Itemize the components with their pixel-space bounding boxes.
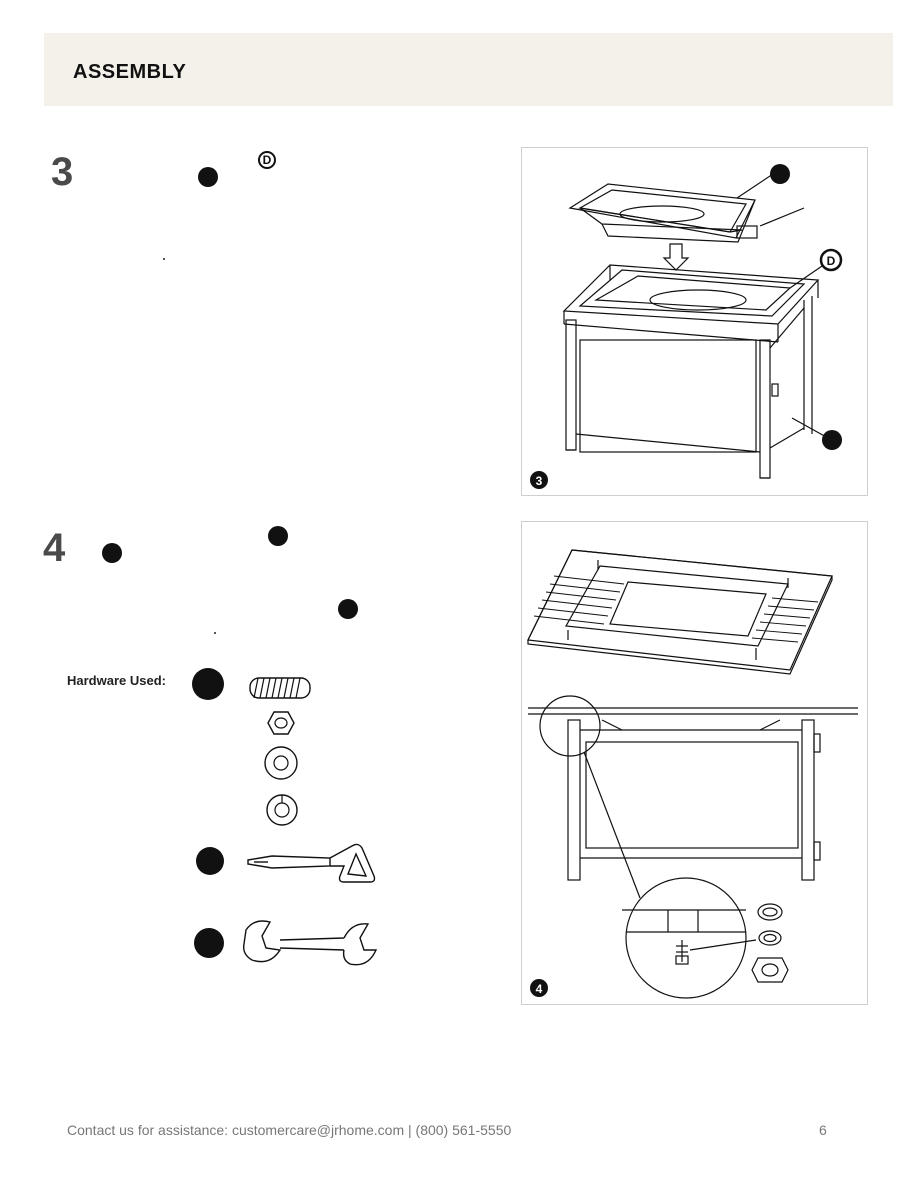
tabletop-attachment-illustration: 4: [527, 549, 858, 999]
flat-washer-icon: [264, 746, 298, 780]
hardware-used-label: Hardware Used:: [67, 673, 166, 688]
part-d-badge: D: [258, 151, 276, 169]
step-3-number: 3: [51, 150, 74, 194]
text-mark: [163, 258, 165, 260]
open-end-wrench-icon: [242, 920, 378, 966]
section-title: ASSEMBLY: [73, 61, 187, 83]
header-band: ASSEMBLY: [44, 33, 893, 106]
page-number: 6: [819, 1122, 827, 1138]
hardware-callout-dot: [194, 928, 224, 958]
figure-4-panel: 4: [521, 521, 868, 1005]
figure-3-panel: D 3: [521, 147, 868, 496]
fire-table-burner-illustration: D 3: [530, 164, 843, 489]
spring-washer-icon: [266, 794, 298, 826]
figure-3-number: 3: [536, 474, 543, 488]
figure-4-number: 4: [536, 982, 543, 996]
part-callout-dot: [102, 543, 122, 563]
part-callout-dot: [338, 599, 358, 619]
part-callout-dot: [198, 167, 218, 187]
callout-d-label: D: [827, 254, 836, 268]
step-4-number: 4: [43, 526, 66, 570]
hex-nut-icon: [267, 711, 295, 735]
text-mark: [214, 632, 216, 634]
hardware-callout-dot: [196, 847, 224, 875]
hardware-callout-dot: [192, 668, 224, 700]
footer-contact: Contact us for assistance: customercare@…: [67, 1122, 512, 1138]
handle-wrench-icon: [247, 843, 376, 883]
part-callout-dot: [268, 526, 288, 546]
bolt-icon: [249, 677, 311, 699]
